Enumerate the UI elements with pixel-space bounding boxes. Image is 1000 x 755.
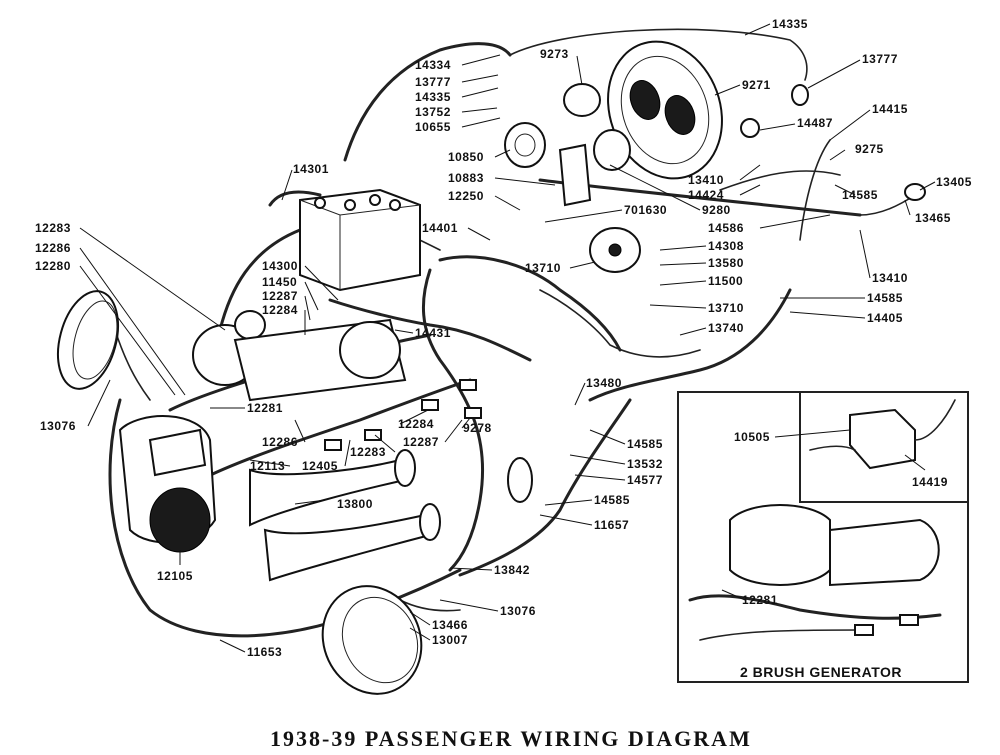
part-label: 13410 (688, 173, 724, 187)
spark-plugs (324, 379, 482, 451)
part-label: 13740 (708, 321, 744, 335)
part-label: 12280 (35, 259, 71, 273)
part-label: 12284 (262, 303, 298, 317)
part-label: 12287 (262, 289, 298, 303)
part-label: 13007 (432, 633, 468, 647)
part-label: 14300 (262, 259, 298, 273)
part-label: 14585 (867, 291, 903, 305)
part-label: 14585 (842, 188, 878, 202)
part-label: 13076 (500, 604, 536, 618)
part-label: 9273 (540, 47, 569, 61)
part-label: 14334 (415, 58, 451, 72)
part-label: 14401 (422, 221, 458, 235)
part-label: 11450 (262, 275, 297, 289)
part-label: 13710 (525, 261, 561, 275)
part-label: 12281 (742, 593, 778, 607)
part-label: 12284 (398, 417, 434, 431)
part-label: 12113 (250, 459, 285, 473)
part-label: 13777 (862, 52, 898, 66)
part-label: 13752 (415, 105, 451, 119)
part-label: 10850 (448, 150, 484, 164)
headlamp-left (57, 290, 119, 390)
part-label: 13777 (415, 75, 451, 89)
part-label: 13800 (337, 497, 373, 511)
horns (249, 449, 441, 582)
part-label: 14308 (708, 239, 744, 253)
clock (504, 122, 546, 168)
part-label: 14586 (708, 221, 744, 235)
part-label: 11657 (594, 518, 629, 532)
part-label: 13532 (627, 457, 663, 471)
part-label: 11653 (247, 645, 282, 659)
part-label: 12250 (448, 189, 484, 203)
part-label: 14301 (293, 162, 329, 176)
part-label: 14405 (867, 311, 903, 325)
part-label: 14335 (415, 90, 451, 104)
part-labels: 14335 13777 14334 13777 14335 13752 1065… (35, 17, 972, 659)
part-label: 12283 (35, 221, 71, 235)
inset-caption: 2 BRUSH GENERATOR (740, 664, 902, 680)
battery (299, 188, 421, 292)
part-label: 14415 (872, 102, 908, 116)
coil (507, 457, 533, 503)
part-label: 13465 (915, 211, 951, 225)
part-label: 11500 (708, 274, 743, 288)
part-label: 13466 (432, 618, 468, 632)
distributor (589, 227, 641, 273)
part-label: 14487 (797, 116, 833, 130)
part-label: 14585 (594, 493, 630, 507)
part-label: 13076 (40, 419, 76, 433)
part-label: 12287 (403, 435, 439, 449)
part-label: 10505 (734, 430, 770, 444)
part-label: 12281 (247, 401, 283, 415)
generator (118, 415, 217, 553)
part-label: 13710 (708, 301, 744, 315)
part-label: 9280 (702, 203, 731, 217)
part-label: 12286 (35, 241, 71, 255)
part-label: 14424 (688, 188, 724, 202)
part-label: 10655 (415, 120, 451, 134)
part-label: 14577 (627, 473, 663, 487)
tail-lamp (740, 84, 926, 201)
inset-2-brush-generator (677, 391, 969, 683)
part-label: 13842 (494, 563, 530, 577)
part-label: 12286 (262, 435, 298, 449)
instrument-cluster (607, 40, 723, 180)
part-label: 14335 (772, 17, 808, 31)
leader-lines (79, 23, 936, 653)
engine-block (192, 310, 407, 402)
part-label: 13405 (936, 175, 972, 189)
part-label: 13410 (872, 271, 908, 285)
part-label: 9271 (742, 78, 771, 92)
part-label: 701630 (624, 203, 667, 217)
part-label: 13480 (586, 376, 622, 390)
part-label: 14419 (912, 475, 948, 489)
part-label: 9278 (463, 421, 492, 435)
headlamp-right (321, 585, 423, 695)
part-label: 10883 (448, 171, 484, 185)
part-label: 12283 (350, 445, 386, 459)
diagram-title: 1938-39 PASSENGER WIRING DIAGRAM (270, 726, 752, 751)
part-label: 12105 (157, 569, 193, 583)
part-label: 14431 (415, 326, 451, 340)
part-label: 9275 (855, 142, 884, 156)
part-label: 12405 (302, 459, 338, 473)
part-label: 14585 (627, 437, 663, 451)
speedometer (558, 83, 631, 207)
part-label: 13580 (708, 256, 744, 270)
